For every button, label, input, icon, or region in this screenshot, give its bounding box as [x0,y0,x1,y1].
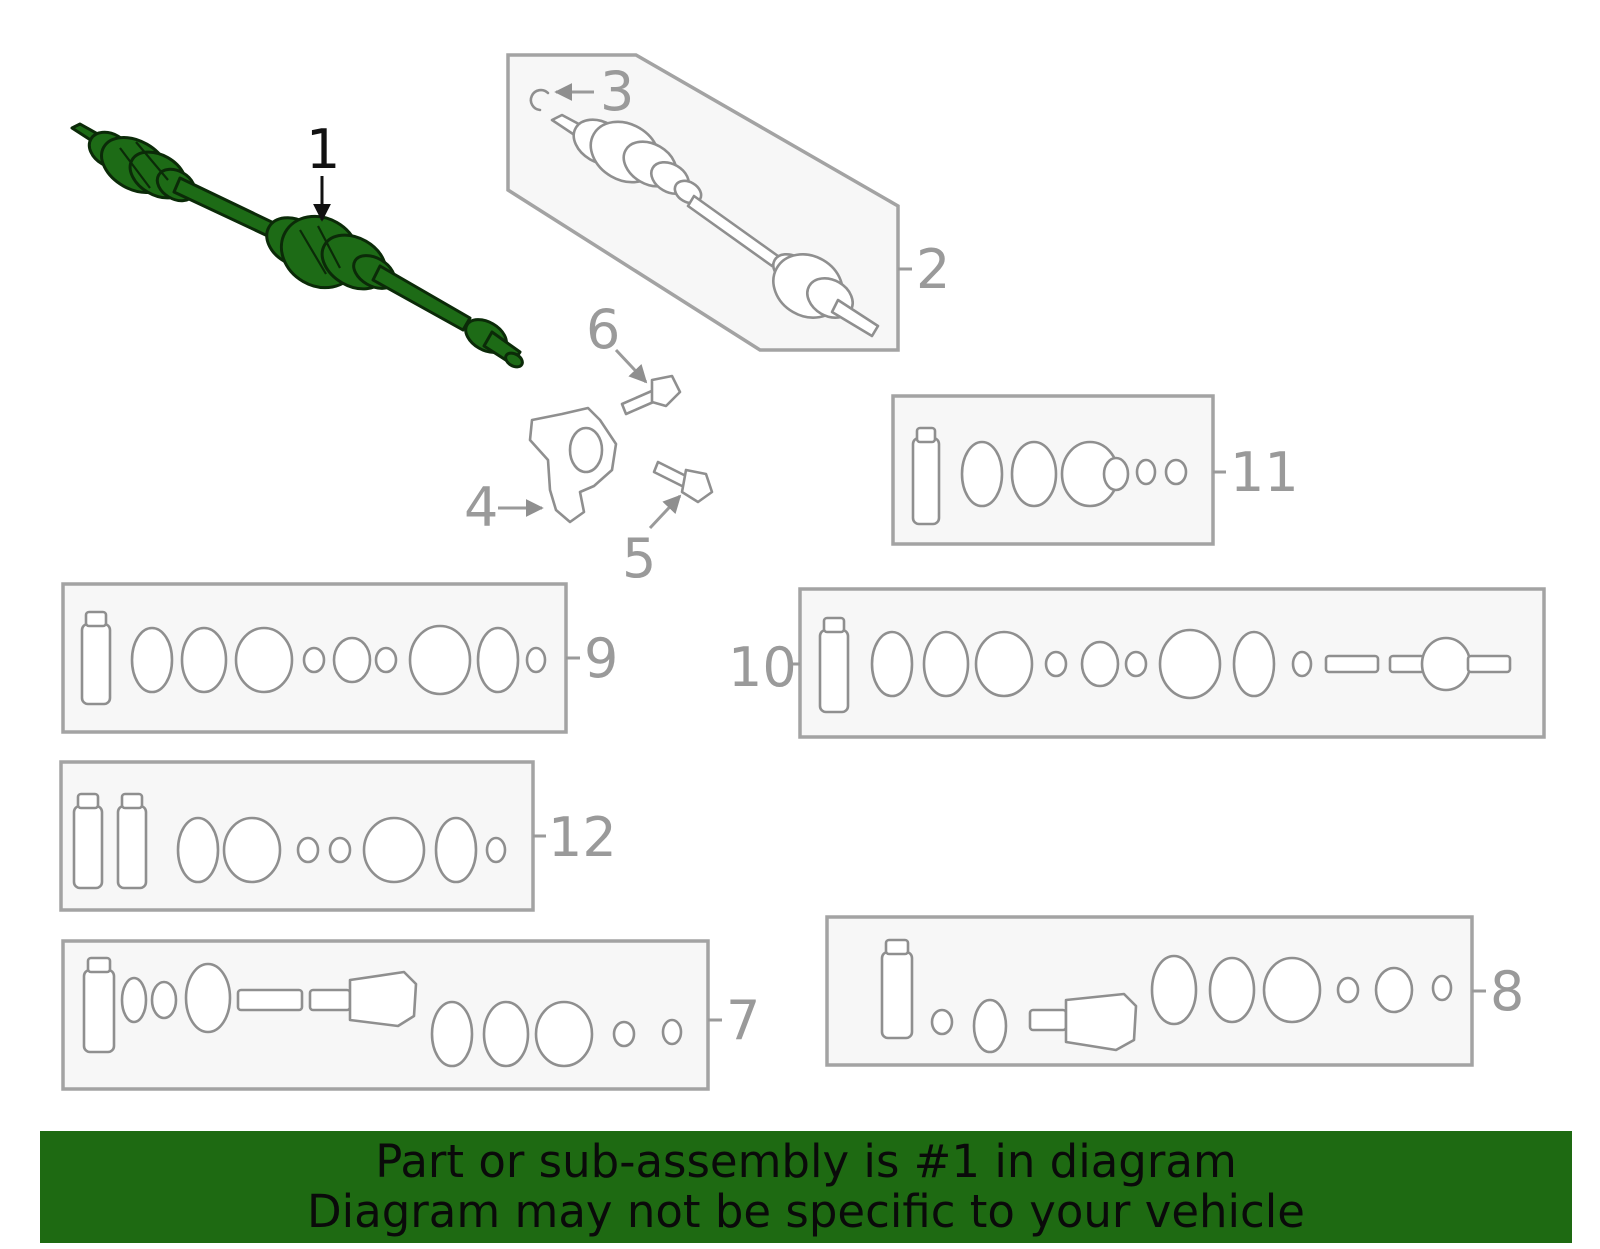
callout-10: 10 [728,636,797,699]
callout-4: 4 [464,476,498,539]
callout-2: 2 [916,238,950,301]
axle-shaft-assembly-highlighted[interactable] [70,122,525,370]
callout-5-arrow [648,494,682,530]
clip-ring [529,88,550,112]
kit-11-parts [911,426,1188,526]
kit-12-parts [72,792,507,890]
callout-9: 9 [584,627,618,690]
callout-8: 8 [1490,960,1524,1023]
banner-line-1: Part or sub-assembly is #1 in diagram [375,1135,1237,1188]
callout-7: 7 [726,989,760,1052]
callout-6: 6 [586,298,620,361]
callout-3: 3 [600,60,634,123]
box-8-joint-kit [825,915,1474,1067]
callout-1: 1 [306,118,340,181]
kit-9-parts [80,610,547,706]
kit-10-parts [818,616,1512,714]
bracket-hole [568,426,604,474]
bolt-5 [652,460,714,504]
callout-6-arrow [614,348,648,384]
bolt-6 [620,374,682,416]
kit-7-parts [82,956,683,1068]
callout-12: 12 [548,806,617,869]
axle-assembly-drawing [550,113,880,338]
callout-5: 5 [622,527,656,590]
info-banner: Part or sub-assembly is #1 in diagram Di… [40,1131,1572,1243]
callout-11: 11 [1230,441,1299,504]
kit-8-parts [880,938,1453,1054]
banner-line-2: Diagram may not be specific to your vehi… [307,1185,1305,1238]
